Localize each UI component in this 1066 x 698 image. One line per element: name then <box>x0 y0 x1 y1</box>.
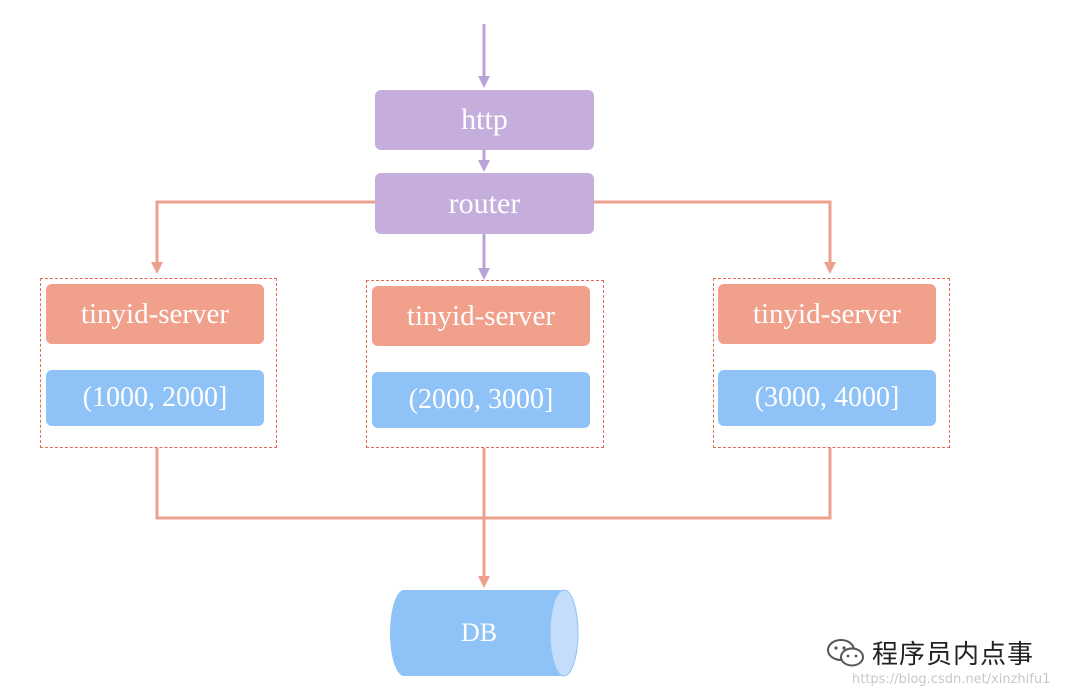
router-to-server-3-arrow <box>594 200 836 274</box>
range-1: (1000, 2000] <box>46 370 264 426</box>
router-node: router <box>375 173 594 234</box>
tinyid-server-1-label: tinyid-server <box>80 297 230 330</box>
server-group-3 <box>713 278 950 448</box>
tinyid-server-2-label: tinyid-server <box>406 299 556 332</box>
db-label: DB <box>460 618 498 647</box>
tinyid-server-3: tinyid-server <box>718 284 936 344</box>
wechat-icon <box>827 638 864 666</box>
watermark: 程序员内点事 <box>826 634 1034 671</box>
http-node: http <box>375 90 594 150</box>
server-group-1 <box>40 278 277 448</box>
range-2: (2000, 3000] <box>372 372 590 428</box>
range-3-label: (3000, 4000] <box>754 382 900 413</box>
watermark-url: https://blog.csdn.net/xinzhifu1 <box>852 672 1051 687</box>
router-to-server-1-arrow <box>151 200 375 274</box>
http-label: http <box>461 103 508 136</box>
range-3: (3000, 4000] <box>718 370 936 426</box>
watermark-text: 程序员内点事 <box>872 640 1035 670</box>
range-1-label: (1000, 2000] <box>82 382 228 413</box>
tinyid-server-3-label: tinyid-server <box>752 297 902 330</box>
range-2-label: (2000, 3000] <box>408 384 554 415</box>
tinyid-server-2: tinyid-server <box>372 286 590 346</box>
db-cylinder <box>390 589 579 677</box>
server-group-2 <box>366 280 604 448</box>
tinyid-server-1: tinyid-server <box>46 284 264 344</box>
server-1-to-bus-line <box>155 448 484 520</box>
router-label: router <box>448 186 521 220</box>
server-3-to-bus-line <box>484 448 832 520</box>
